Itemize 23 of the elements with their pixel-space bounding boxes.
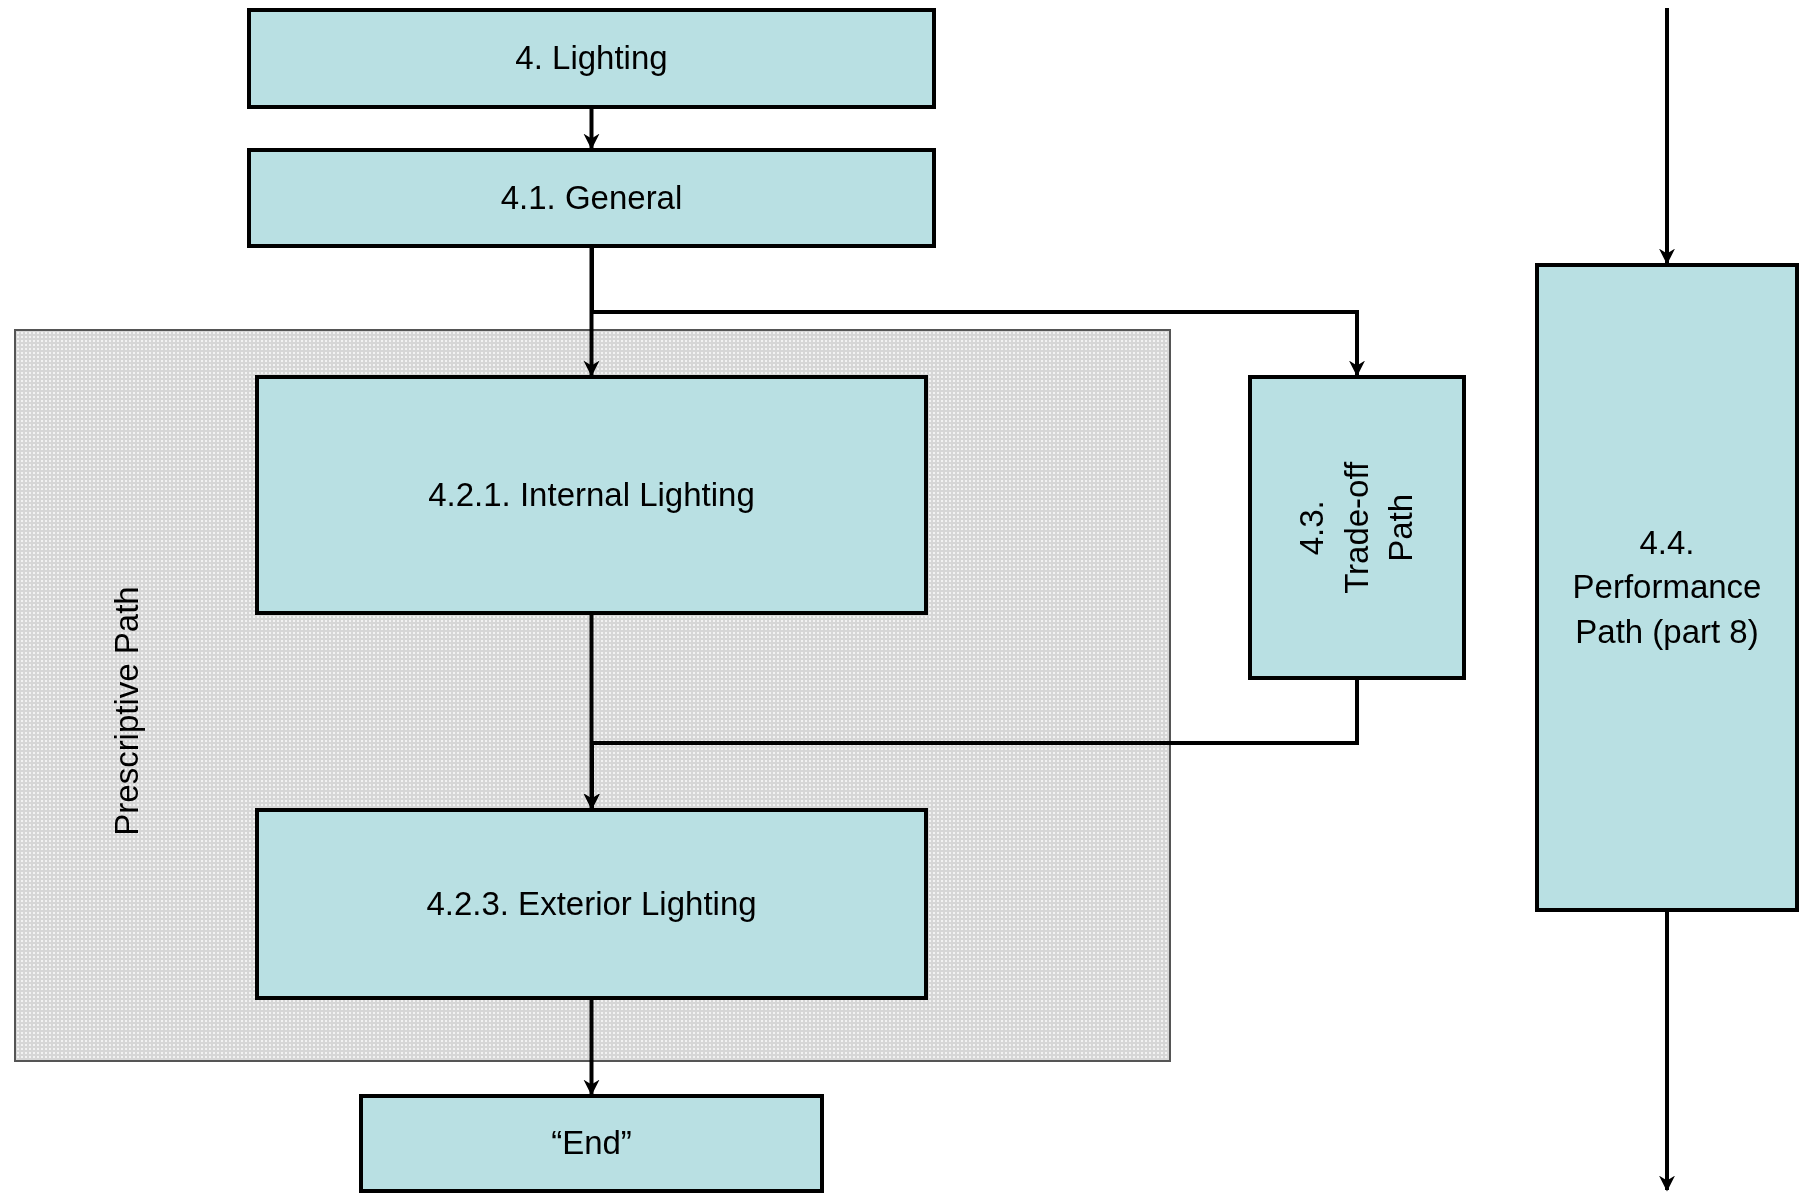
node-label: Prescriptive Path	[106, 586, 146, 836]
node-label: 4.4. Performance Path (part 8)	[1571, 522, 1763, 652]
node-label: 4.1. General	[500, 177, 683, 218]
node-label: “End”	[551, 1123, 632, 1164]
arrow	[583, 615, 600, 810]
node-label: 4.3. Trade-off Path	[1292, 460, 1421, 596]
process-box	[1248, 375, 1466, 680]
arrow	[584, 680, 1359, 810]
arrow	[583, 109, 600, 150]
arrow	[583, 1000, 600, 1096]
process-box	[1535, 263, 1799, 912]
node-label: 4.2.1. Internal Lighting	[428, 474, 755, 515]
process-box	[255, 808, 928, 1000]
process-box	[359, 1094, 824, 1193]
arrow	[590, 248, 1365, 377]
group-band	[14, 329, 1171, 1062]
process-box	[255, 375, 928, 615]
arrow	[1659, 912, 1675, 1192]
arrow	[1659, 8, 1675, 265]
process-box	[247, 8, 936, 109]
node-label: 4. Lighting	[515, 38, 668, 79]
node-label: 4.2.3. Exterior Lighting	[426, 883, 757, 924]
process-box	[247, 148, 936, 248]
